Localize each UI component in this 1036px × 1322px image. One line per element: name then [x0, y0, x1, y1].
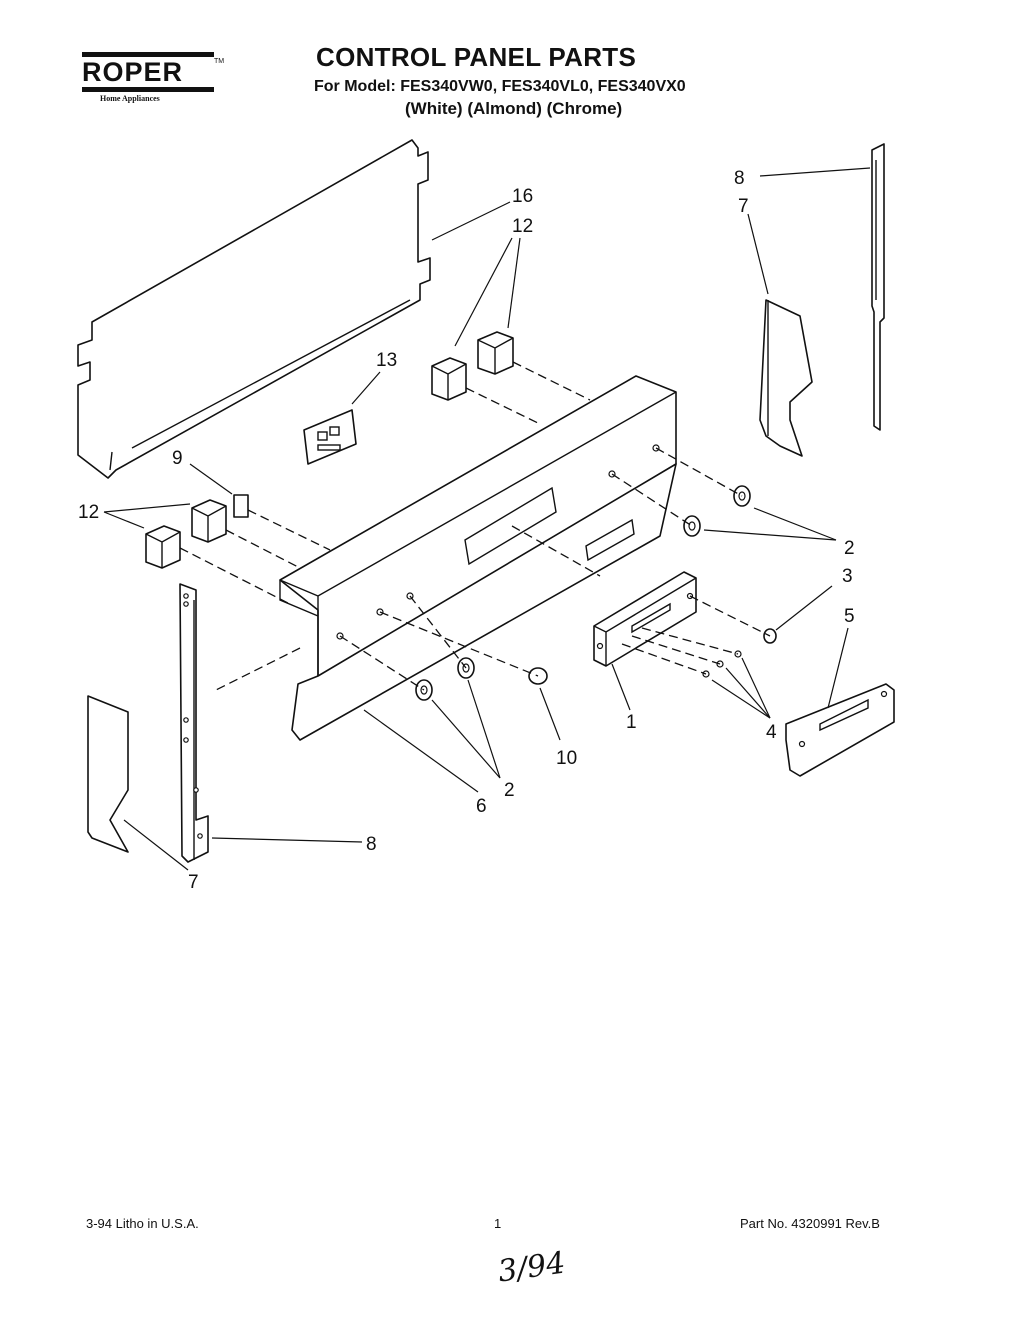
trim-part-5 — [785, 683, 895, 777]
footer-date: 3-94 Litho in U.S.A. — [86, 1216, 199, 1231]
roper-logo: ROPER TM Home Appliances — [82, 50, 225, 103]
model-line: For Model: FES340VW0, FES340VL0, FES340V… — [314, 78, 686, 95]
callout-12-upper: 12 — [512, 216, 533, 237]
callout-7-lower: 7 — [188, 872, 199, 893]
callout-2-right: 2 — [844, 538, 855, 559]
page-title: CONTROL PANEL PARTS — [316, 42, 637, 72]
callout-13: 13 — [376, 350, 397, 371]
footer-page-number: 1 — [494, 1216, 502, 1231]
callout-7-upper: 7 — [738, 196, 749, 217]
callout-9: 9 — [172, 448, 183, 469]
callout-3: 3 — [842, 566, 853, 587]
label-part-13 — [303, 409, 357, 465]
callout-16: 16 — [512, 186, 533, 207]
callout-6: 6 — [476, 796, 487, 817]
callout-10: 10 — [556, 748, 577, 769]
control-panel-part-6 — [279, 375, 677, 741]
callout-2-lower: 2 — [504, 780, 515, 801]
screws-part-4 — [702, 650, 742, 678]
callout-4: 4 — [766, 722, 777, 743]
switch-part-9 — [233, 494, 249, 518]
rear-panel-part-16 — [77, 139, 431, 479]
logo-brand-text: ROPER — [82, 57, 184, 87]
logo-bar-top — [82, 52, 214, 57]
callout-1: 1 — [626, 712, 637, 733]
side-bracket-part-8-left — [179, 583, 209, 863]
knobs-part-12-upper — [431, 331, 514, 401]
leader-lines — [103, 167, 871, 871]
finish-line: (White) (Almond) (Chrome) — [405, 99, 623, 118]
footer-part-number: Part No. 4320991 Rev.B — [740, 1216, 880, 1231]
logo-trademark: TM — [214, 58, 225, 65]
assembly-lines — [179, 361, 771, 691]
clock-bracket-part-1 — [593, 571, 697, 667]
knobs-part-12-left — [145, 494, 249, 569]
callout-labels: 16 12 13 9 12 8 7 2 3 5 1 4 10 2 6 8 7 — [78, 168, 855, 893]
side-trim-part-7-left — [87, 695, 129, 853]
logo-bar-bottom — [82, 87, 214, 92]
callout-8-upper: 8 — [734, 168, 745, 189]
logo-subtitle: Home Appliances — [100, 94, 160, 103]
side-trim-part-7-right — [759, 299, 813, 457]
callout-12-left: 12 — [78, 502, 99, 523]
callout-8-lower: 8 — [366, 834, 377, 855]
callout-5: 5 — [844, 606, 855, 627]
side-bracket-part-8-right — [871, 143, 885, 431]
